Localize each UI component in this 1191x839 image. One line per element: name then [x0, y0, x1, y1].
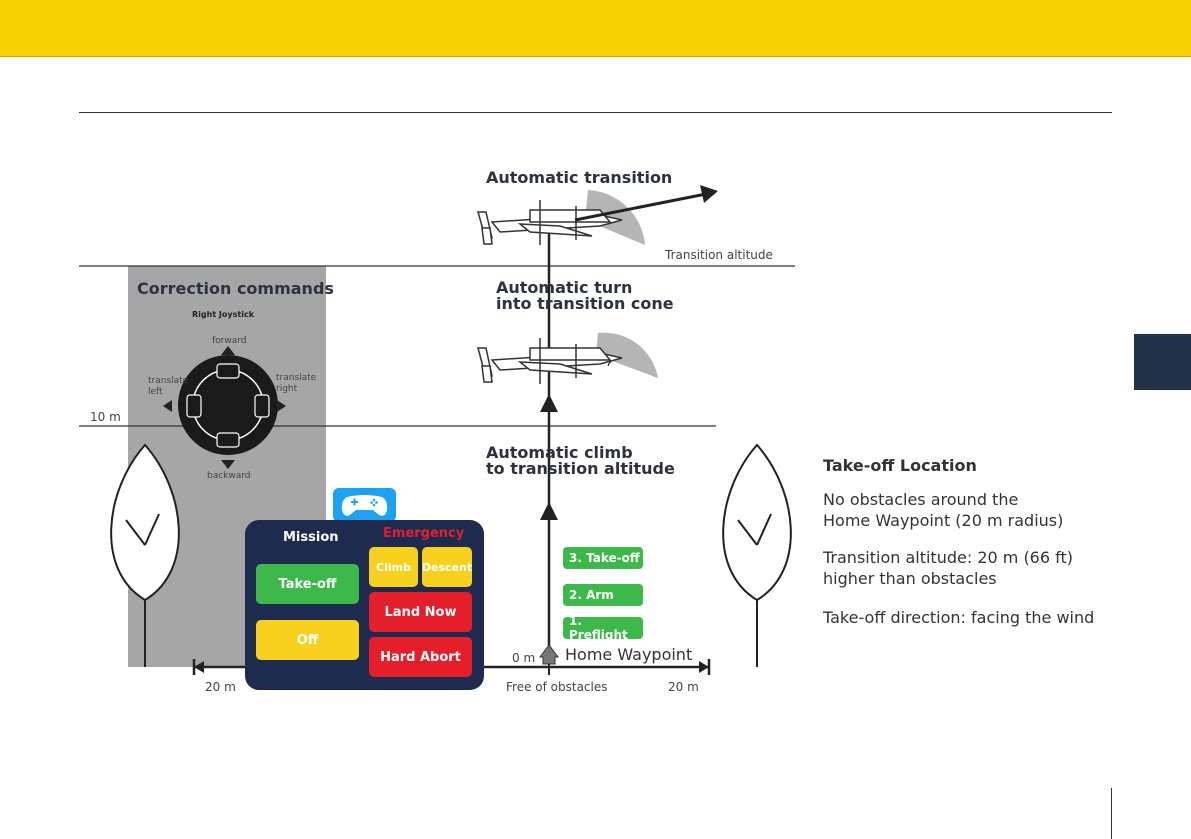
right-tree	[722, 443, 792, 667]
step-arm: 2. Arm	[563, 584, 643, 606]
backward-label: backward	[207, 471, 251, 481]
left-distance-label: 20 m	[205, 680, 236, 694]
ten-meter-label: 10 m	[90, 410, 121, 424]
chapter-tab	[1134, 334, 1191, 390]
stage-climb-line2: to transition altitude	[486, 459, 675, 478]
transition-altitude-label: Transition altitude	[665, 248, 773, 262]
stage-climb-line1: Automatic climb	[486, 443, 633, 462]
takeoff-button[interactable]: Take-off	[256, 564, 359, 604]
land-now-button[interactable]: Land Now	[369, 592, 472, 632]
gamepad-icon	[333, 488, 396, 522]
hard-abort-button[interactable]: Hard Abort	[369, 637, 472, 677]
aircraft-mid	[477, 338, 623, 384]
transition-cone-mid	[596, 332, 658, 378]
aircraft-top	[477, 200, 623, 245]
translate-right-line2: right	[276, 384, 298, 394]
right-arrow-icon	[277, 400, 286, 412]
backward-arrow-icon	[221, 460, 235, 469]
climb-arrow-lower	[540, 502, 558, 520]
info-title: Take-off Location	[823, 456, 977, 475]
info-line2b: higher than obstacles	[823, 569, 997, 588]
forward-label: forward	[212, 336, 247, 346]
off-button[interactable]: Off	[256, 620, 359, 660]
info-line3: Take-off direction: facing the wind	[823, 608, 1095, 627]
zero-meter-label: 0 m	[512, 651, 536, 665]
stage-turn-line1: Automatic turn	[496, 278, 633, 297]
transition-arrow-head	[700, 185, 718, 203]
forward-arrow-icon	[221, 346, 235, 355]
right-distance-label: 20 m	[668, 680, 699, 694]
step-takeoff: 3. Take-off	[563, 547, 643, 569]
home-waypoint-label: Home Waypoint	[565, 645, 693, 664]
climb-arrow-upper	[540, 394, 558, 412]
stage-turn-line2: into transition cone	[496, 294, 674, 313]
free-of-obstacles-label: Free of obstacles	[506, 680, 608, 694]
home-waypoint-icon	[539, 644, 559, 665]
transition-arrow-line	[574, 192, 707, 222]
info-line1b: Home Waypoint (20 m radius)	[823, 511, 1064, 530]
stage-transition: Automatic transition	[486, 168, 673, 187]
info-line1a: No obstacles around the	[823, 490, 1019, 509]
left-arrow-icon	[163, 400, 172, 412]
page-divider	[1111, 788, 1112, 839]
descent-button[interactable]: Descent	[422, 547, 472, 587]
left-tree	[110, 443, 180, 667]
translate-right-line1: translate	[276, 373, 317, 383]
joystick-label: Right Joystick	[192, 310, 255, 319]
mission-title: Mission	[283, 530, 339, 545]
right-joystick	[163, 346, 286, 469]
climb-button[interactable]: Climb	[369, 547, 418, 587]
info-line2a: Transition altitude: 20 m (66 ft)	[823, 548, 1073, 567]
correction-title: Correction commands	[137, 279, 334, 298]
transition-cone-top	[585, 190, 645, 245]
top-divider	[79, 112, 1112, 113]
translate-left-line1: translate	[148, 376, 189, 386]
step-preflight: 1. Preflight	[563, 614, 643, 642]
header-bar	[0, 0, 1191, 57]
translate-left-line2: left	[148, 387, 163, 397]
emergency-title: Emergency	[383, 526, 465, 541]
